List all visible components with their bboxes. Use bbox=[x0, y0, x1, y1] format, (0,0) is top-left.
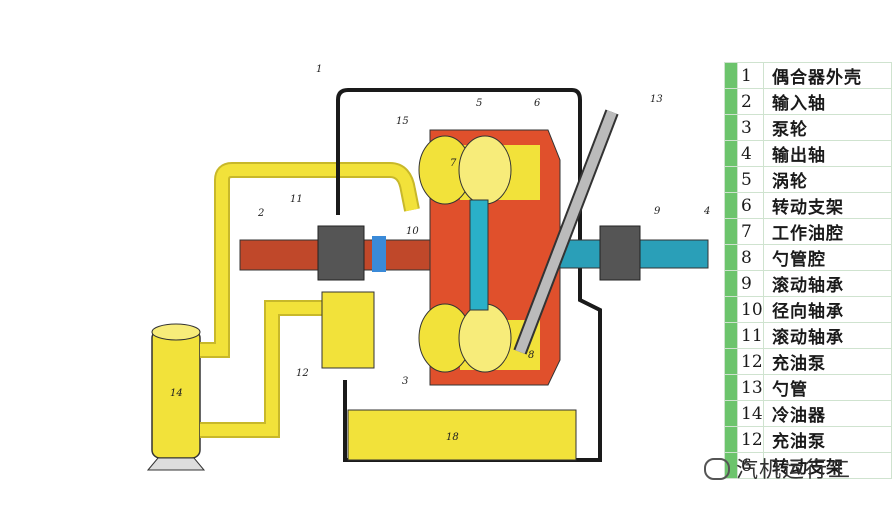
callout-7: 7 bbox=[450, 158, 457, 169]
callout-labels: 1 2 3 4 5 6 7 8 9 10 11 12 13 14 15 18 bbox=[170, 64, 710, 443]
scoop-tube bbox=[513, 109, 619, 355]
callout-14: 14 bbox=[170, 388, 183, 399]
bearings bbox=[317, 225, 641, 281]
callout-18: 18 bbox=[446, 432, 459, 443]
turbine-wheel bbox=[418, 135, 512, 373]
charge-pump bbox=[321, 291, 375, 369]
watermark: 汽机运行工 bbox=[704, 452, 851, 484]
callout-13: 13 bbox=[650, 94, 663, 105]
callout-11: 11 bbox=[290, 194, 303, 205]
callout-10: 10 bbox=[406, 226, 419, 237]
callout-4: 4 bbox=[703, 206, 710, 217]
callout-15: 15 bbox=[396, 116, 409, 127]
callout-12: 12 bbox=[296, 368, 309, 379]
callout-8: 8 bbox=[528, 350, 534, 361]
coupling-housing bbox=[336, 88, 602, 462]
fluid-coupling-diagram: 1 2 3 4 5 6 7 8 9 10 11 12 13 14 15 18 bbox=[146, 64, 710, 471]
callout-9: 9 bbox=[654, 206, 661, 217]
watermark-text: 汽机运行工 bbox=[736, 458, 852, 483]
oil-sump bbox=[347, 409, 577, 461]
callout-6: 6 bbox=[534, 98, 541, 109]
callout-1: 1 bbox=[316, 64, 322, 75]
callout-3: 3 bbox=[402, 376, 408, 387]
callout-5: 5 bbox=[476, 98, 482, 109]
oil-cooler bbox=[146, 323, 206, 471]
wechat-icon bbox=[704, 458, 730, 480]
oil-pipes bbox=[200, 162, 420, 438]
callout-2: 2 bbox=[257, 208, 264, 219]
